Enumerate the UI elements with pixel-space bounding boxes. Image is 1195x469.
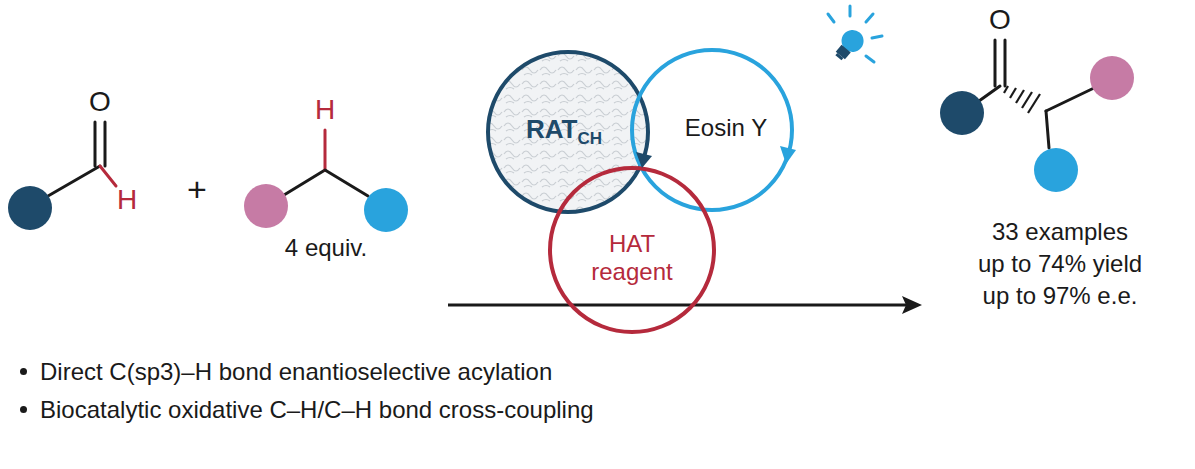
- bullet-point: Direct C(sp3)–H bond enantioselective ac…: [40, 358, 552, 386]
- hat-reagent-cycle: HAT reagent: [547, 165, 717, 335]
- cycle-label-subscript: CH: [577, 129, 602, 148]
- result-note: 33 examples: [992, 218, 1128, 246]
- cycle-label: HAT reagent: [591, 230, 672, 285]
- atom-label: O: [989, 4, 1011, 36]
- result-note: up to 74% yield: [978, 250, 1142, 278]
- atom-label: H: [315, 94, 335, 126]
- cycle-label: RAT: [526, 114, 578, 144]
- bullet-dot: [20, 406, 27, 413]
- atom-label: O: [89, 86, 111, 118]
- bullet-dot: [20, 368, 27, 375]
- bullet-point: Biocatalytic oxidative C–H/C–H bond cros…: [40, 396, 594, 424]
- photocatalyst-cycle: Eosin Y: [629, 47, 795, 213]
- equivalents-note: 4 equiv.: [285, 234, 367, 262]
- cycle-label: Eosin Y: [685, 114, 767, 141]
- plus-sign: +: [187, 170, 207, 209]
- result-note: up to 97% e.e.: [983, 282, 1138, 310]
- atom-label: H: [117, 184, 137, 216]
- enzyme-cycle: RATCH: [485, 49, 651, 215]
